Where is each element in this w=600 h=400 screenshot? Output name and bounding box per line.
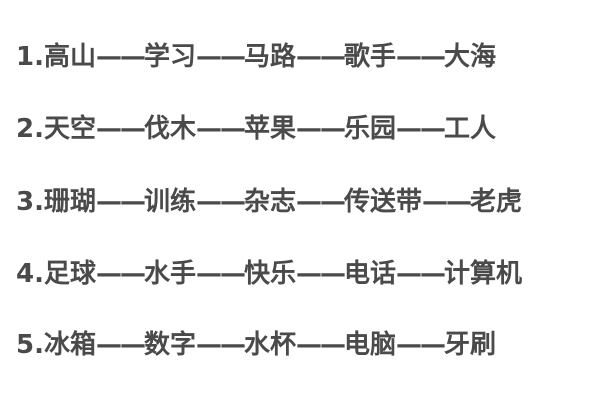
word: 水杯 <box>244 330 297 360</box>
word-chain-row-5: 5.冰箱——数字——水杯——电脑——牙刷 <box>16 325 496 365</box>
separator: —— <box>396 42 446 72</box>
separator: —— <box>95 114 146 144</box>
separator: —— <box>296 187 346 217</box>
separator: —— <box>296 42 346 72</box>
word: 电话 <box>344 259 397 289</box>
word: 训练 <box>143 187 196 217</box>
separator: —— <box>196 187 246 217</box>
word: 老虎 <box>470 187 523 217</box>
word: 牙刷 <box>444 330 497 360</box>
word: 大海 <box>444 42 497 72</box>
word-chain-row-1: 1.高山——学习——马路——歌手——大海 <box>16 37 496 77</box>
separator: —— <box>95 259 146 289</box>
word: 传送带 <box>344 187 423 217</box>
word: 马路 <box>244 42 297 72</box>
separator: —— <box>296 114 346 144</box>
separator: —— <box>196 114 246 144</box>
separator: —— <box>396 259 446 289</box>
word: 珊瑚 <box>43 187 96 217</box>
word: 高山 <box>43 42 96 72</box>
separator: —— <box>296 330 346 360</box>
word: 足球 <box>43 259 96 289</box>
word: 天空 <box>43 114 96 144</box>
row-number: 5. <box>16 330 44 360</box>
separator: —— <box>95 330 146 360</box>
word: 乐园 <box>344 114 397 144</box>
word: 电脑 <box>344 330 397 360</box>
separator: —— <box>196 259 246 289</box>
row-number: 4. <box>16 259 44 289</box>
separator: —— <box>396 114 446 144</box>
separator: —— <box>196 42 246 72</box>
word: 伐木 <box>143 114 196 144</box>
word: 计算机 <box>444 259 523 289</box>
row-number: 1. <box>16 42 44 72</box>
word-chain-row-3: 3.珊瑚——训练——杂志——传送带——老虎 <box>16 182 522 222</box>
word: 歌手 <box>344 42 397 72</box>
word: 冰箱 <box>43 330 96 360</box>
word: 工人 <box>444 114 497 144</box>
row-number: 2. <box>16 114 44 144</box>
word: 数字 <box>143 330 196 360</box>
separator: —— <box>95 42 146 72</box>
separator: —— <box>396 330 446 360</box>
word: 快乐 <box>244 259 297 289</box>
separator: —— <box>95 187 146 217</box>
word-chain-row-2: 2.天空——伐木——苹果——乐园——工人 <box>16 109 496 149</box>
word: 杂志 <box>244 187 297 217</box>
word: 学习 <box>143 42 196 72</box>
separator: —— <box>196 330 246 360</box>
word-chain-row-4: 4.足球——水手——快乐——电话——计算机 <box>16 254 522 294</box>
separator: —— <box>296 259 346 289</box>
separator: —— <box>422 187 472 217</box>
word: 苹果 <box>244 114 297 144</box>
word: 水手 <box>143 259 196 289</box>
row-number: 3. <box>16 187 44 217</box>
